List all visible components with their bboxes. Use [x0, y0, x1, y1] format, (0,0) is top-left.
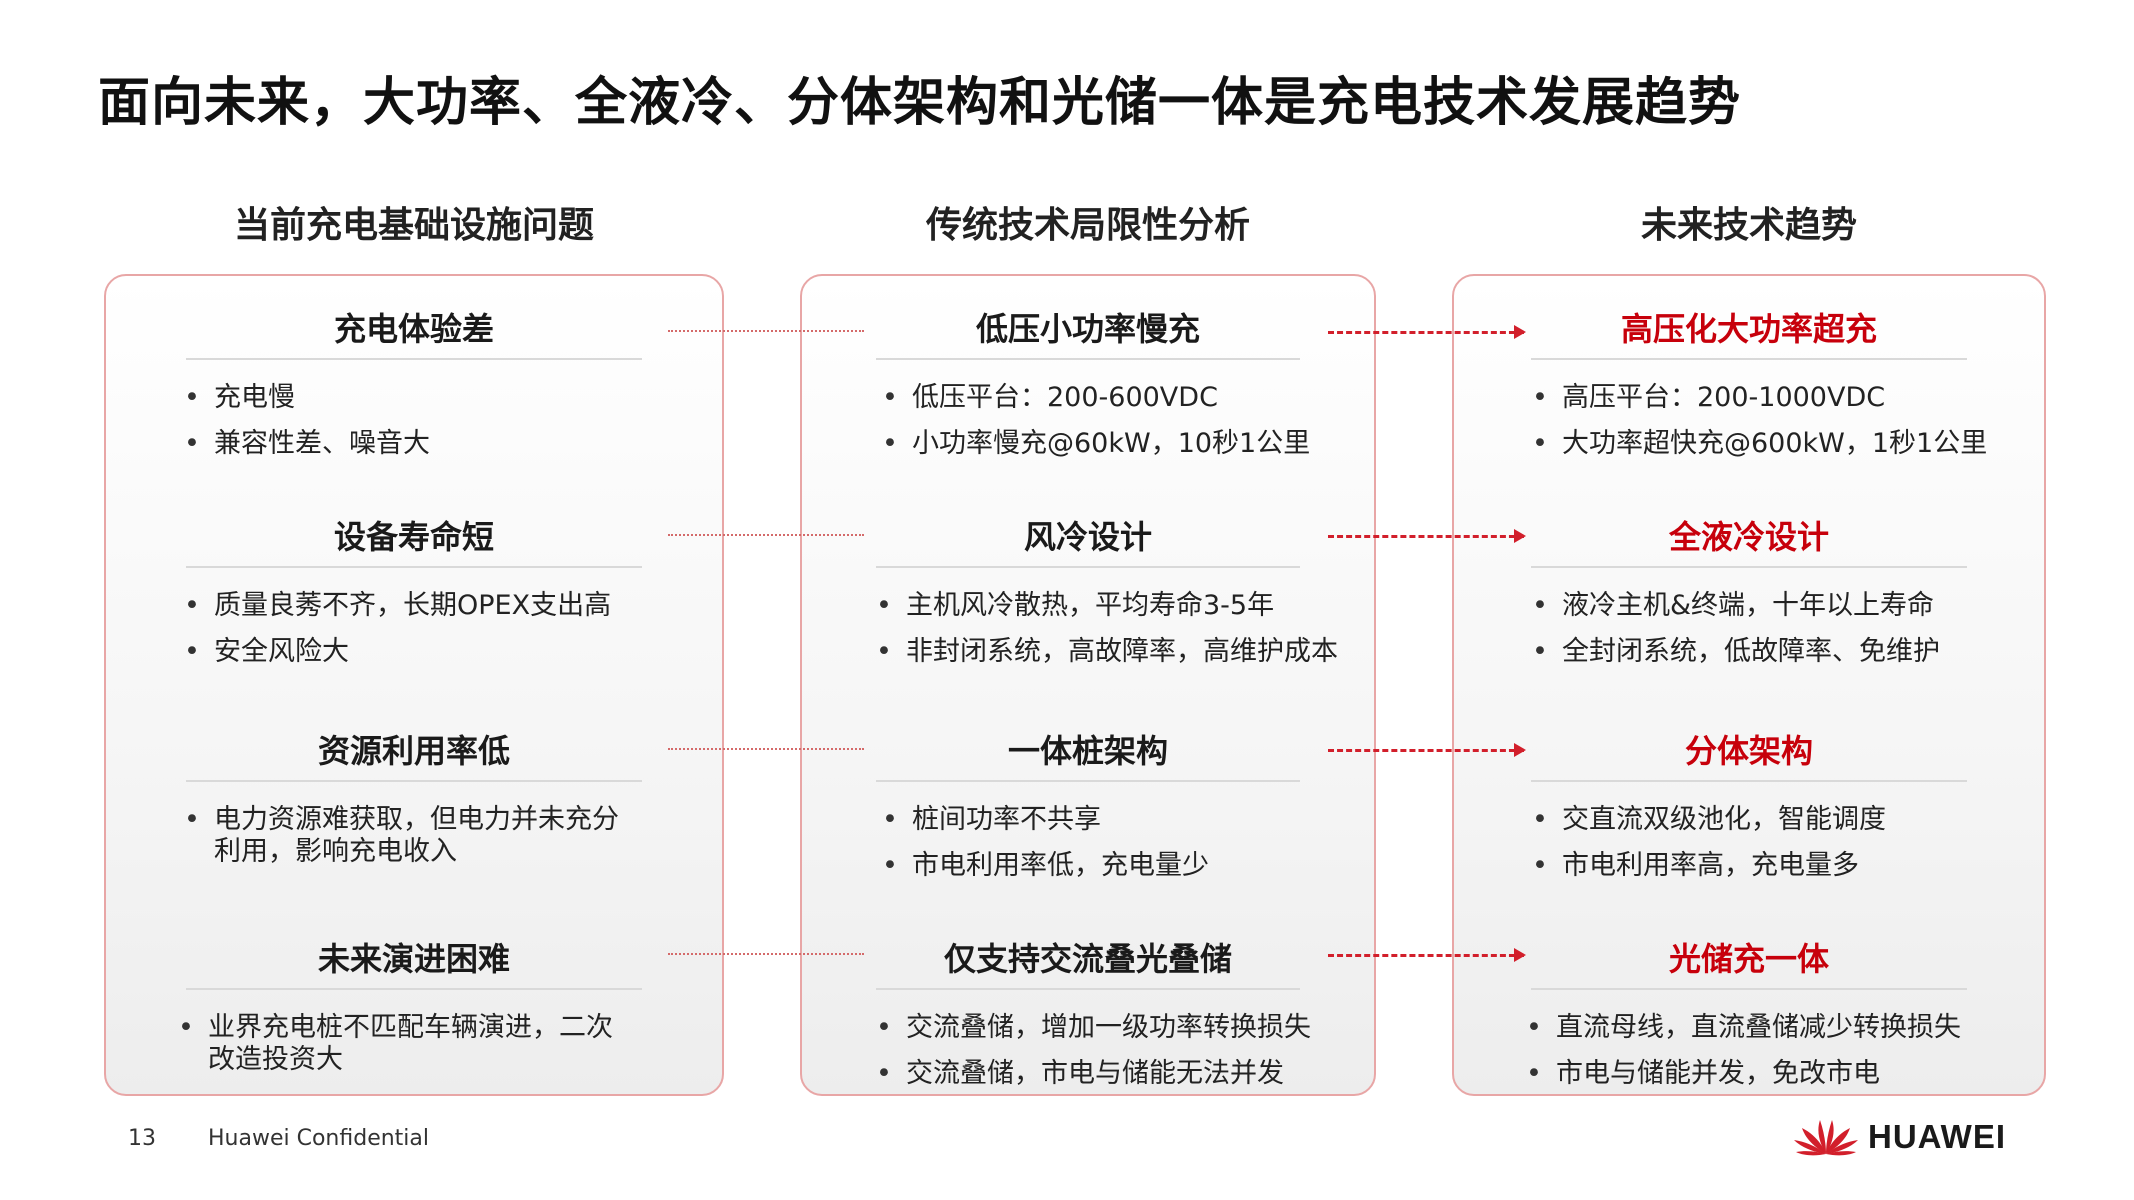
section-title: 未来演进困难: [186, 934, 642, 990]
section-resource-utilization: 资源利用率低 电力资源难获取，但电力并未充分利用，影响充电收入: [106, 726, 722, 882]
section-title: 充电体验差: [186, 304, 642, 360]
section-air-cooling: 风冷设计 主机风冷散热，平均寿命3-5年 非封闭系统，高故障率，高维护成本: [802, 512, 1374, 682]
bullet-item: 非封闭系统，高故障率，高维护成本: [876, 636, 1364, 668]
bullet-item: 主机风冷散热，平均寿命3-5年: [876, 590, 1364, 622]
bullet-item: 市电利用率高，充电量多: [1532, 850, 2034, 882]
section-title: 分体架构: [1530, 726, 1968, 782]
panel-current-problems: 充电体验差 充电慢 兼容性差、噪音大 设备寿命短 质量良莠不齐，长期OPEX支出…: [104, 274, 724, 1096]
bullet-item: 质量良莠不齐，长期OPEX支出高: [184, 590, 702, 622]
bullet-item: 电力资源难获取，但电力并未充分利用，影响充电收入: [184, 804, 622, 868]
column-heading-traditional-limits: 传统技术局限性分析: [925, 205, 1250, 246]
section-integrated-pile: 一体桩架构 桩间功率不共享 市电利用率低，充电量少: [802, 726, 1374, 896]
section-title: 高压化大功率超充: [1530, 304, 1968, 360]
bullet-item: 交流叠储，市电与储能无法并发: [876, 1058, 1364, 1090]
section-ac-pv-storage: 仅支持交流叠光叠储 交流叠储，增加一级功率转换损失 交流叠储，市电与储能无法并发: [802, 934, 1374, 1104]
bullet-item: 市电与储能并发，免改市电: [1526, 1058, 2034, 1090]
section-title: 全液冷设计: [1530, 512, 1968, 568]
bullet-item: 安全风险大: [184, 636, 702, 668]
bullet-item: 兼容性差、噪音大: [184, 428, 702, 460]
section-liquid-cooling: 全液冷设计 液冷主机&终端，十年以上寿命 全封闭系统，低故障率、免维护: [1454, 512, 2044, 682]
bullet-list: 液冷主机&终端，十年以上寿命 全封闭系统，低故障率、免维护: [1454, 590, 2044, 668]
page-number: 13: [128, 1126, 156, 1151]
arrow-connector-1: [1328, 325, 1526, 348]
bullet-list: 直流母线，直流叠储减少转换损失 市电与储能并发，免改市电: [1454, 1012, 2044, 1090]
bullet-item: 交流叠储，增加一级功率转换损失: [876, 1012, 1364, 1044]
brand-wordmark: HUAWEI: [1868, 1118, 2006, 1155]
bullet-list: 电力资源难获取，但电力并未充分利用，影响充电收入: [106, 804, 722, 868]
huawei-logo-icon: [1794, 1120, 1858, 1156]
connector-dotted-1: [668, 330, 864, 346]
bullet-item: 市电利用率低，充电量少: [882, 850, 1364, 882]
section-split-architecture: 分体架构 交直流双级池化，智能调度 市电利用率高，充电量多: [1454, 726, 2044, 896]
bullet-item: 小功率慢充@60kW，10秒1公里: [882, 428, 1364, 460]
bullet-item: 桩间功率不共享: [882, 804, 1364, 836]
column-heading-future-trends: 未来技术趋势: [1640, 205, 1857, 246]
panel-traditional-limits: 低压小功率慢充 低压平台：200-600VDC 小功率慢充@60kW，10秒1公…: [800, 274, 1376, 1096]
bullet-list: 充电慢 兼容性差、噪音大: [106, 382, 722, 460]
bullet-list: 质量良莠不齐，长期OPEX支出高 安全风险大: [106, 590, 722, 668]
bullet-list: 主机风冷散热，平均寿命3-5年 非封闭系统，高故障率，高维护成本: [802, 590, 1374, 668]
section-title: 资源利用率低: [186, 726, 642, 782]
bullet-list: 桩间功率不共享 市电利用率低，充电量少: [802, 804, 1374, 882]
section-title: 一体桩架构: [876, 726, 1300, 782]
section-device-lifespan: 设备寿命短 质量良莠不齐，长期OPEX支出高 安全风险大: [106, 512, 722, 682]
connector-dotted-3: [668, 748, 864, 764]
panel-future-trends: 高压化大功率超充 高压平台：200-1000VDC 大功率超快充@600kW，1…: [1452, 274, 2046, 1096]
bullet-item: 业界充电桩不匹配车辆演进，二次改造投资大: [178, 1012, 622, 1076]
bullet-item: 低压平台：200-600VDC: [882, 382, 1364, 414]
confidential-label: Huawei Confidential: [208, 1126, 429, 1151]
section-title: 光储充一体: [1530, 934, 1968, 990]
bullet-item: 液冷主机&终端，十年以上寿命: [1532, 590, 2034, 622]
bullet-list: 交流叠储，增加一级功率转换损失 交流叠储，市电与储能无法并发: [802, 1012, 1374, 1090]
section-title: 设备寿命短: [186, 512, 642, 568]
section-charging-experience: 充电体验差 充电慢 兼容性差、噪音大: [106, 304, 722, 474]
section-pv-storage-charging: 光储充一体 直流母线，直流叠储减少转换损失 市电与储能并发，免改市电: [1454, 934, 2044, 1104]
page-title: 面向未来，大功率、全液冷、分体架构和光储一体是充电技术发展趋势: [98, 73, 1742, 133]
section-future-evolution: 未来演进困难 业界充电桩不匹配车辆演进，二次改造投资大: [106, 934, 722, 1090]
column-heading-current-problems: 当前充电基础设施问题: [233, 205, 594, 246]
bullet-item: 大功率超快充@600kW，1秒1公里: [1532, 428, 2034, 460]
bullet-list: 低压平台：200-600VDC 小功率慢充@60kW，10秒1公里: [802, 382, 1374, 460]
arrow-connector-3: [1328, 743, 1526, 766]
bullet-list: 业界充电桩不匹配车辆演进，二次改造投资大: [106, 1012, 722, 1076]
section-title: 风冷设计: [876, 512, 1300, 568]
arrow-connector-2: [1328, 529, 1526, 552]
bullet-item: 直流母线，直流叠储减少转换损失: [1526, 1012, 2034, 1044]
bullet-item: 高压平台：200-1000VDC: [1532, 382, 2034, 414]
bullet-item: 全封闭系统，低故障率、免维护: [1532, 636, 2034, 668]
bullet-item: 交直流双级池化，智能调度: [1532, 804, 2034, 836]
arrow-connector-4: [1328, 948, 1526, 971]
connector-dotted-2: [668, 534, 864, 550]
section-title: 仅支持交流叠光叠储: [876, 934, 1300, 990]
section-high-voltage: 高压化大功率超充 高压平台：200-1000VDC 大功率超快充@600kW，1…: [1454, 304, 2044, 474]
bullet-list: 交直流双级池化，智能调度 市电利用率高，充电量多: [1454, 804, 2044, 882]
section-title: 低压小功率慢充: [876, 304, 1300, 360]
section-low-voltage: 低压小功率慢充 低压平台：200-600VDC 小功率慢充@60kW，10秒1公…: [802, 304, 1374, 474]
connector-dotted-4: [668, 953, 864, 969]
bullet-list: 高压平台：200-1000VDC 大功率超快充@600kW，1秒1公里: [1454, 382, 2044, 460]
bullet-item: 充电慢: [184, 382, 702, 414]
